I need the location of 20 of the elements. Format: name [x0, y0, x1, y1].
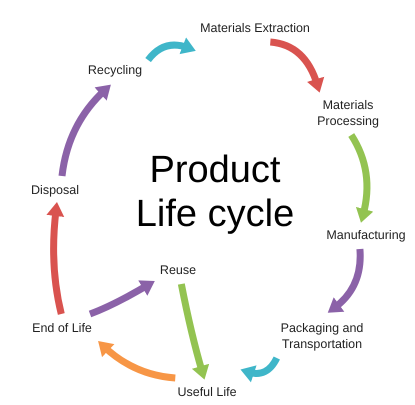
stage-label: Packaging and Transportation [266, 320, 378, 352]
curved-arrow [328, 248, 364, 313]
curved-arrow [145, 38, 196, 62]
curved-arrow [270, 38, 324, 93]
stage-label: Recycling [88, 62, 142, 78]
curved-arrow [46, 202, 65, 315]
curved-arrow [58, 84, 111, 176]
curved-arrow [240, 356, 280, 382]
curved-arrow [98, 341, 176, 382]
curved-arrow [348, 133, 374, 223]
stage-label: Reuse [160, 262, 196, 278]
curved-arrow [178, 283, 210, 380]
stage-label: End of Life [32, 320, 92, 336]
stage-label: Disposal [31, 182, 79, 198]
title: Product Life cycle [134, 148, 296, 236]
curved-arrow [88, 280, 155, 318]
stage-label: Materials Extraction [200, 20, 310, 36]
stage-label: Manufacturing [326, 227, 406, 243]
stage-label: Useful Life [177, 384, 237, 400]
stage-label: Materials Processing [292, 97, 404, 129]
